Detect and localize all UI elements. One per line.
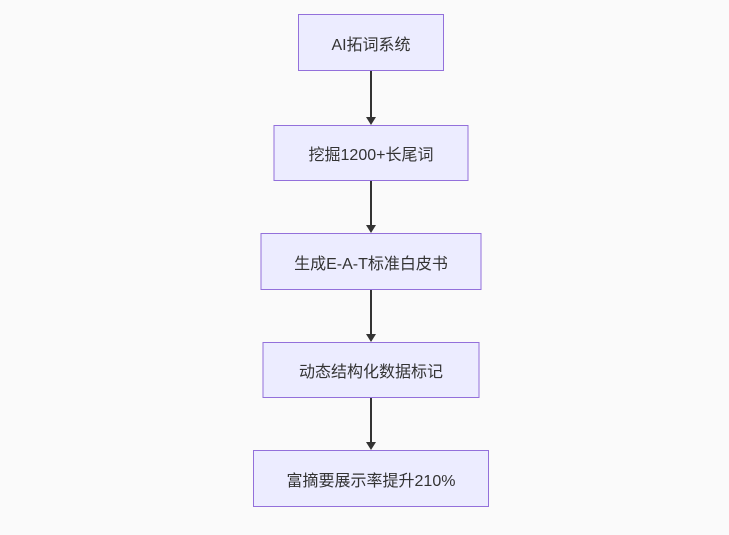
flowchart-node-longtail-keywords: 挖掘1200+长尾词 <box>273 125 469 181</box>
flowchart-node-rich-snippet-result: 富摘要展示率提升210% <box>253 450 489 507</box>
flowchart-edge-4 <box>365 398 377 450</box>
arrow-down-icon <box>366 117 376 125</box>
node-label: 生成E-A-T标准白皮书 <box>294 255 448 273</box>
flowchart-edge-3 <box>365 290 377 342</box>
arrow-line <box>370 181 372 225</box>
arrow-line <box>370 71 372 117</box>
arrow-down-icon <box>366 442 376 450</box>
node-label: 挖掘1200+长尾词 <box>308 147 434 164</box>
node-label: 富摘要展示率提升210% <box>286 472 456 490</box>
arrow-line <box>370 398 372 442</box>
flowchart-edge-1 <box>365 71 377 125</box>
arrow-down-icon <box>366 225 376 233</box>
flowchart-node-ai-system: AI拓词系统 <box>298 14 444 71</box>
flowchart-node-structured-data: 动态结构化数据标记 <box>262 342 480 398</box>
flowchart-node-eat-whitepaper: 生成E-A-T标准白皮书 <box>260 233 482 290</box>
node-label: AI拓词系统 <box>331 36 411 54</box>
flowchart-edge-2 <box>365 181 377 233</box>
arrow-line <box>370 290 372 334</box>
arrow-down-icon <box>366 334 376 342</box>
node-label: 动态结构化数据标记 <box>298 364 443 381</box>
